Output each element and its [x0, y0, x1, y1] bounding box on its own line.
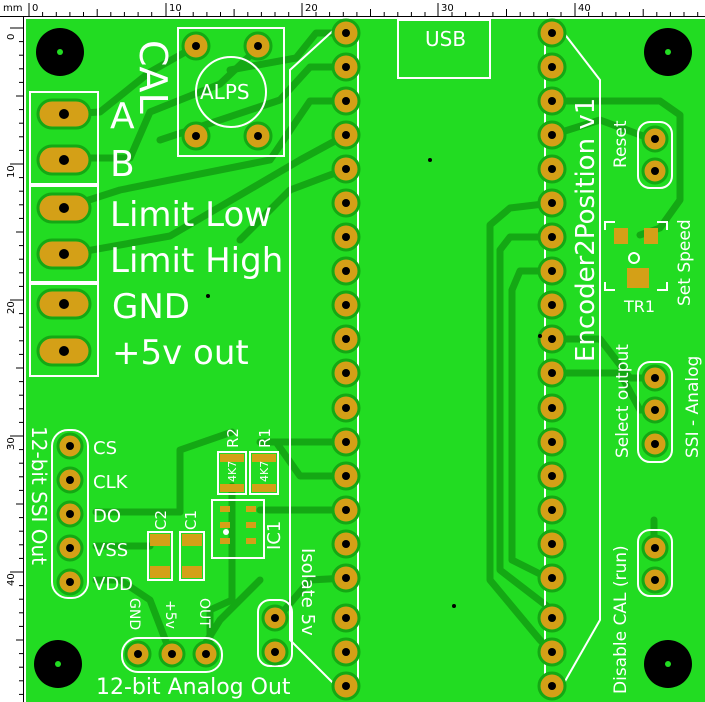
- label-vdd: VDD: [93, 574, 133, 595]
- label-gnd: GND: [112, 287, 190, 327]
- label-disable-cal: Disable CAL (run): [611, 545, 631, 694]
- label-analog-out: OUT: [196, 598, 212, 628]
- ruler-left-20: 20: [6, 301, 17, 314]
- label-usb: USB: [425, 27, 466, 51]
- ruler-left-0: 0: [6, 34, 17, 40]
- left-ruler: 0 10 20 30 40: [0, 17, 24, 702]
- label-analog-title: 12-bit Analog Out: [96, 675, 291, 700]
- label-r2-value: 4K7: [226, 461, 239, 482]
- ruler-left-40: 40: [6, 573, 17, 586]
- label-r1: R1: [256, 428, 274, 448]
- ruler-unit: mm: [3, 3, 22, 14]
- label-vss: VSS: [93, 540, 128, 561]
- label-r1-value: 4K7: [258, 461, 271, 482]
- ruler-top-10: 10: [169, 3, 182, 14]
- ruler-top-40: 40: [578, 3, 591, 14]
- label-select-output: Select output: [613, 344, 633, 458]
- label-ssi-analog: SSI - Analog: [683, 356, 703, 458]
- label-analog-gnd: GND: [126, 598, 142, 630]
- label-c1: C1: [182, 510, 200, 530]
- ruler-left-10: 10: [6, 165, 17, 178]
- label-ic1: IC1: [264, 521, 285, 550]
- label-alps: ALPS: [200, 80, 250, 104]
- label-limit-high: Limit High: [110, 241, 283, 281]
- ruler-left-30: 30: [6, 437, 17, 450]
- ruler-top-20: 20: [305, 3, 318, 14]
- label-limit-low: Limit Low: [110, 195, 272, 235]
- smd-parts: [147, 228, 658, 581]
- label-do: DO: [93, 506, 121, 527]
- label-r2: R2: [224, 428, 242, 448]
- label-a: A: [110, 96, 135, 137]
- label-cal: CAL: [131, 40, 175, 114]
- ruler-top-30: 30: [441, 3, 454, 14]
- label-5v-out: +5v out: [112, 333, 249, 373]
- label-tr1: TR1: [623, 297, 655, 316]
- label-b: B: [110, 144, 135, 185]
- label-isolate: Isolate 5v: [297, 548, 318, 636]
- top-ruler: mm 0 10 20 30 40: [0, 0, 705, 17]
- ruler-top-0: 0: [32, 3, 38, 14]
- label-encoder: Encoder2Position v1: [571, 98, 601, 362]
- label-clk: CLK: [93, 472, 129, 493]
- label-set-speed: Set Speed: [675, 219, 695, 306]
- label-ssi-title: 12-bit SSI Out: [27, 426, 51, 565]
- label-c2: C2: [152, 510, 170, 530]
- label-analog-5v: +5v: [162, 600, 178, 629]
- label-reset: Reset: [611, 120, 631, 168]
- label-cs: CS: [93, 438, 117, 459]
